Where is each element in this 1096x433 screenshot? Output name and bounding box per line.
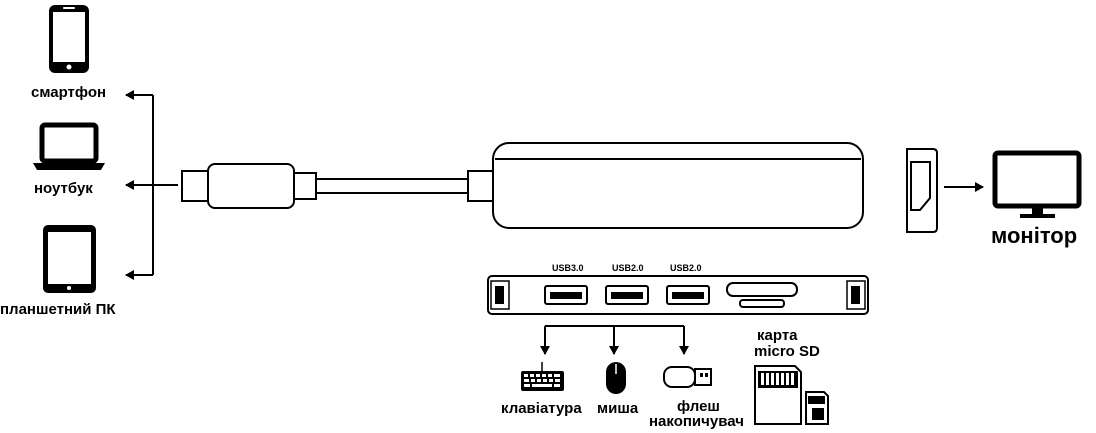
label-monitor: монітор <box>991 223 1078 248</box>
device-bracket <box>125 90 178 280</box>
label-mouse: миша <box>597 400 639 417</box>
label-port-usb1: USB3.0 <box>552 263 584 273</box>
sd-card-icon <box>754 365 802 425</box>
keyboard-icon <box>521 362 564 391</box>
label-card-line2: micro SD <box>754 343 820 360</box>
label-tablet: планшетний ПК <box>0 301 116 318</box>
laptop-icon <box>33 122 105 170</box>
smartphone-icon <box>49 5 89 73</box>
label-smartphone: смартфон <box>31 84 107 101</box>
mouse-icon <box>606 362 626 394</box>
hdmi-port <box>906 148 938 233</box>
hub-body <box>492 142 864 229</box>
label-flash-line1: флеш <box>677 398 720 415</box>
label-card-line1: карта <box>757 327 798 344</box>
label-laptop: ноутбук <box>34 180 93 197</box>
usb-c-cable <box>181 163 494 209</box>
label-flash-line2: накопичувач <box>649 413 744 430</box>
label-port-usb3: USB2.0 <box>670 263 702 273</box>
label-keyboard: клавіатура <box>501 400 582 417</box>
tablet-icon <box>43 225 96 293</box>
monitor-icon <box>992 150 1082 218</box>
label-port-usb2: USB2.0 <box>612 263 644 273</box>
hub-side-view <box>487 275 869 315</box>
peripheral-bracket <box>540 325 689 355</box>
micro-sd-icon <box>805 391 829 425</box>
flash-drive-icon <box>663 366 712 388</box>
